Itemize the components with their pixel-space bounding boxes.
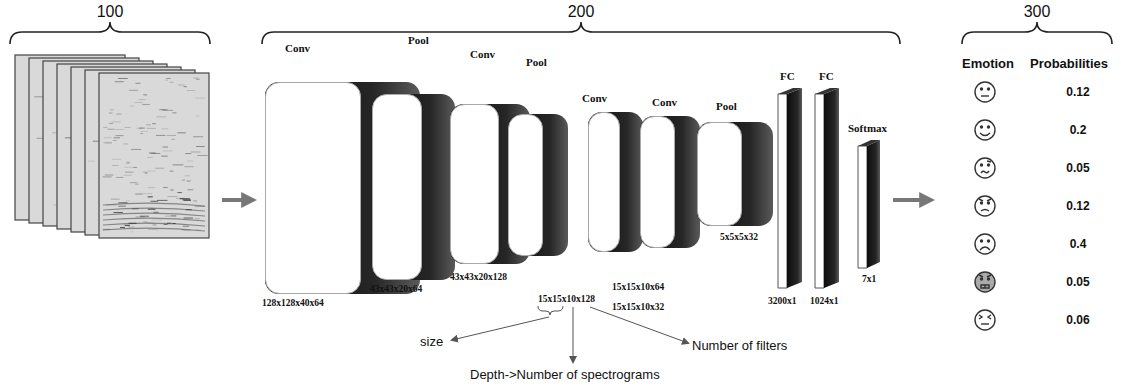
- bracket: [10, 22, 1112, 44]
- layer-type: FC: [819, 70, 834, 82]
- layer-dimension: 7x1: [862, 274, 876, 284]
- probability: 0.12: [1066, 85, 1089, 99]
- table-header: Emotion: [962, 56, 1014, 71]
- layer-block: Pool15x15x10x128: [508, 114, 568, 256]
- layer-dimension: 5x5x5x32: [720, 232, 758, 242]
- layer-dimension: 3200x1: [768, 296, 797, 306]
- table-header: Probabilities: [1030, 56, 1108, 71]
- layer-block: Pool43x43x20x64: [372, 94, 455, 280]
- layer-shape: [815, 88, 839, 288]
- probability: 0.2: [1070, 123, 1087, 137]
- layer-block: Conv15x15x10x32: [640, 116, 700, 248]
- layer-dimension: 15x15x10x64: [612, 282, 664, 292]
- spectrogram-stack: [15, 55, 209, 238]
- layer-type: Pool: [526, 56, 547, 68]
- layer-shape: [588, 112, 643, 252]
- flow-arrow: [222, 198, 250, 202]
- layer-slab: FC1024x1: [815, 88, 839, 288]
- spectrogram-frame: [99, 73, 209, 238]
- probability: 0.05: [1066, 161, 1089, 175]
- layer-type: Conv: [285, 42, 310, 54]
- layer-slab: Softmax7x1: [858, 140, 880, 268]
- layer-dimension: 15x15x10x128: [538, 294, 595, 304]
- callout-number: 200: [568, 3, 595, 21]
- layer-type: Conv: [582, 92, 607, 104]
- layer-dimension: 43x43x20x64: [370, 284, 422, 294]
- annotation: Number of filters: [692, 338, 787, 353]
- layer-type: Pool: [716, 100, 737, 112]
- layer-type: Conv: [652, 96, 677, 108]
- layer-block: Pool5x5x5x32: [697, 122, 773, 226]
- layer-type: Pool: [408, 34, 429, 46]
- layer-dimension: 43x43x20x128: [450, 272, 507, 282]
- layer-shape: [372, 94, 455, 280]
- emotion-faces: [975, 82, 995, 330]
- layer-slab: FC3200x1: [778, 88, 802, 288]
- layer-type: Conv: [470, 48, 495, 60]
- annotation-leaders: [452, 306, 688, 362]
- layer-dimension: 1024x1: [810, 296, 839, 306]
- layer-shape: [778, 88, 802, 288]
- layer-shape: [697, 122, 773, 226]
- layer-dimension: 128x128x40x64: [262, 298, 324, 308]
- probability: 0.12: [1066, 199, 1089, 213]
- probability: 0.05: [1066, 275, 1089, 289]
- layer-type: FC: [780, 70, 795, 82]
- layer-block: Conv15x15x10x64: [588, 112, 643, 252]
- callout-number: 100: [97, 3, 124, 21]
- layer-shape: [858, 140, 880, 268]
- annotation: Depth->Number of spectrograms: [470, 367, 660, 382]
- probability: 0.06: [1066, 313, 1089, 327]
- callout-number: 300: [1024, 3, 1051, 21]
- flow-arrow: [893, 198, 928, 202]
- layer-shape: [508, 114, 568, 256]
- annotation: size: [420, 334, 443, 349]
- layer-shape: [640, 116, 700, 248]
- probability: 0.4: [1070, 237, 1087, 251]
- layer-dimension: 15x15x10x32: [612, 302, 664, 312]
- layer-type: Softmax: [848, 122, 887, 134]
